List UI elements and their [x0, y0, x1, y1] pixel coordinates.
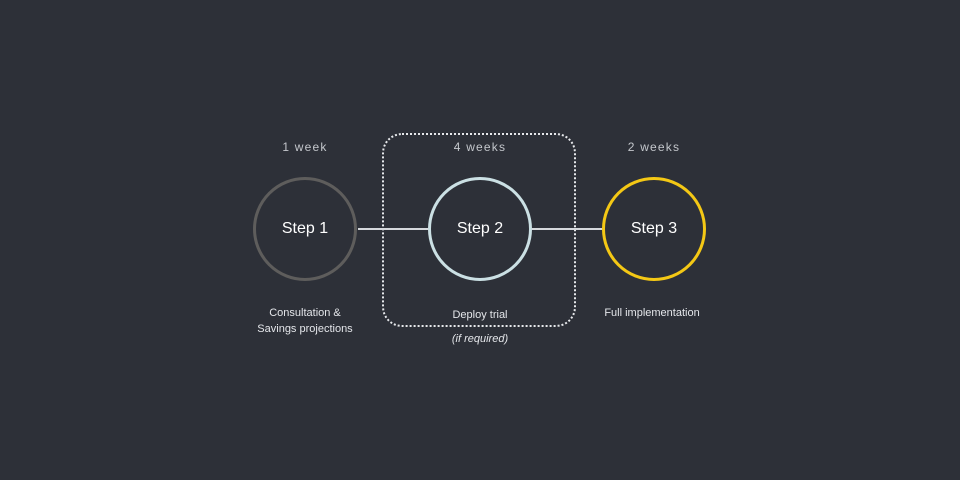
step-2-description: Deploy trial	[390, 307, 570, 323]
step-1-description-line2: Savings projections	[257, 323, 353, 335]
optional-trial-boundary	[382, 133, 576, 327]
step-1-description-line1: Consultation &	[269, 307, 341, 319]
step-2-label: Step 2	[456, 220, 504, 237]
step-1-label: Step 1	[281, 220, 329, 237]
step-2-description-line1: Deploy trial	[452, 309, 508, 321]
step-1-duration: 1 week	[282, 140, 328, 154]
step-2-note: (if required)	[451, 333, 509, 345]
step-3-description: Full implementation	[562, 305, 742, 321]
step-3-duration: 2 weeks	[627, 140, 681, 154]
step-1-description: Consultation & Savings projections	[215, 305, 395, 337]
step-2-circle: Step 2	[428, 177, 532, 281]
step-1-circle: Step 1	[253, 177, 357, 281]
connector-step2-step3	[532, 228, 602, 230]
step-3-description-line1: Full implementation	[604, 307, 700, 319]
step-3-circle: Step 3	[602, 177, 706, 281]
connector-step1-step2	[358, 228, 428, 230]
step-2-duration: 4 weeks	[453, 140, 507, 154]
step-3-label: Step 3	[630, 220, 678, 237]
